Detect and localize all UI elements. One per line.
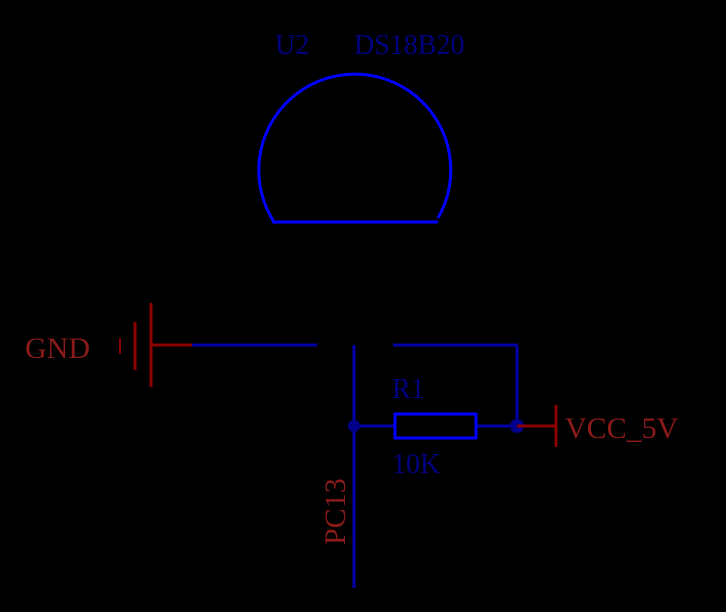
r1-value-label: 10K xyxy=(392,449,440,480)
pc13-net-label[interactable]: PC13 xyxy=(319,478,352,545)
vcc-power-port[interactable]: VCC_5V xyxy=(517,405,679,447)
resistor-r1[interactable]: R1 10K xyxy=(392,374,478,480)
u2-designator-label: U2 xyxy=(275,30,309,61)
gnd-power-port[interactable]: GND xyxy=(25,303,192,387)
junction-data xyxy=(348,420,360,432)
r1-body xyxy=(393,412,478,440)
gnd-net-label: GND xyxy=(25,332,90,365)
vcc-net-label: VCC_5V xyxy=(565,412,679,445)
u2-part-number-label: DS18B20 xyxy=(354,30,464,61)
r1-designator-label: R1 xyxy=(392,374,425,405)
wire-group xyxy=(192,343,519,588)
sensor-body-outline xyxy=(257,72,453,223)
sensor-u2[interactable]: U2 DS18B20 xyxy=(257,30,465,224)
